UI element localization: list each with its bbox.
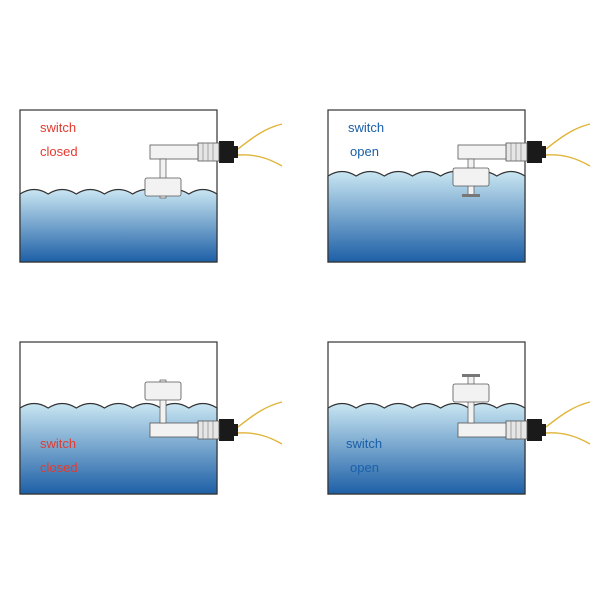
panel-bottom-left: switch closed bbox=[19, 341, 283, 495]
wire bbox=[545, 432, 591, 445]
wire bbox=[237, 432, 283, 445]
nut-stub bbox=[232, 424, 238, 436]
float-switch bbox=[144, 123, 283, 199]
panel-top-right: switch open bbox=[327, 109, 591, 263]
nut-stub bbox=[232, 146, 238, 158]
mounting-nut bbox=[527, 141, 542, 163]
stop-collar bbox=[462, 374, 480, 377]
float-switch bbox=[452, 374, 591, 445]
nut-stub bbox=[540, 424, 546, 436]
state-label-line1: switch bbox=[348, 120, 384, 135]
wire bbox=[545, 154, 591, 167]
wire bbox=[237, 154, 283, 167]
state-label-line2: open bbox=[350, 144, 379, 159]
state-label-line1: switch bbox=[40, 120, 76, 135]
float-body bbox=[452, 167, 490, 187]
water-body bbox=[19, 188, 218, 263]
threaded-fitting bbox=[197, 142, 220, 162]
float-body bbox=[452, 383, 490, 403]
threaded-fitting bbox=[505, 142, 528, 162]
state-label-line1: switch bbox=[40, 436, 76, 451]
float-switch bbox=[144, 379, 283, 445]
state-label-line2: open bbox=[350, 460, 379, 475]
float-body bbox=[144, 177, 182, 197]
state-label-line1: switch bbox=[346, 436, 382, 451]
panel-bottom-right: switch open bbox=[327, 341, 591, 495]
switch-arm bbox=[457, 422, 507, 438]
switch-arm bbox=[149, 422, 199, 438]
mounting-nut bbox=[219, 419, 234, 441]
switch-arm bbox=[149, 144, 199, 160]
float-switch bbox=[452, 123, 591, 197]
wire bbox=[545, 401, 591, 428]
switch-stem bbox=[159, 379, 167, 424]
state-label-line2: closed bbox=[40, 144, 78, 159]
mounting-nut bbox=[527, 419, 542, 441]
stop-collar bbox=[462, 194, 480, 197]
wire bbox=[237, 401, 283, 428]
threaded-fitting bbox=[505, 420, 528, 440]
nut-stub bbox=[540, 146, 546, 158]
wire bbox=[237, 123, 283, 150]
water-body bbox=[327, 170, 526, 263]
switch-arm bbox=[457, 144, 507, 160]
wire bbox=[545, 123, 591, 150]
panel-top-left: switch closed bbox=[19, 109, 283, 263]
threaded-fitting bbox=[197, 420, 220, 440]
mounting-nut bbox=[219, 141, 234, 163]
float-body bbox=[144, 381, 182, 401]
state-label-line2: closed bbox=[40, 460, 78, 475]
